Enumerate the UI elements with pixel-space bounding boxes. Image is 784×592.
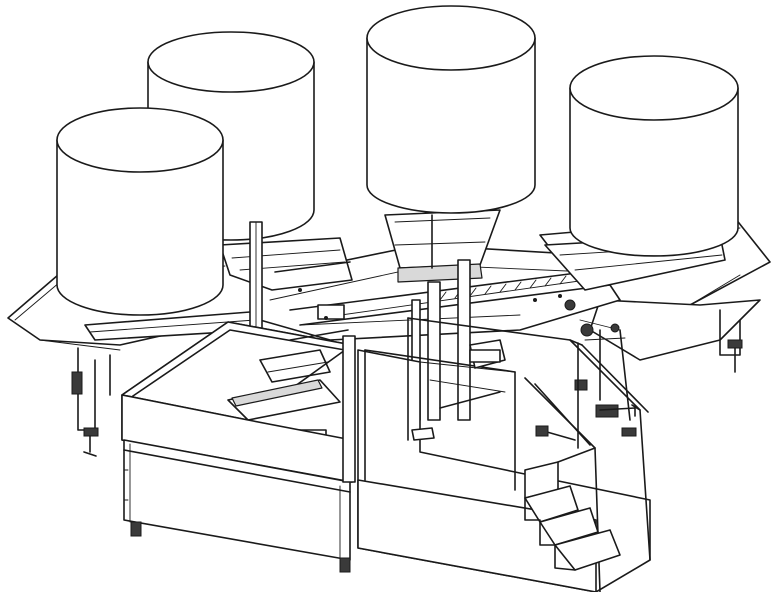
stair-platform: [357, 317, 651, 592]
hub-details: [298, 288, 626, 363]
front-cabinet: [121, 321, 356, 573]
tank-right: [569, 55, 739, 257]
tank-front-left: [56, 107, 224, 316]
tank-back-center: [366, 5, 536, 214]
